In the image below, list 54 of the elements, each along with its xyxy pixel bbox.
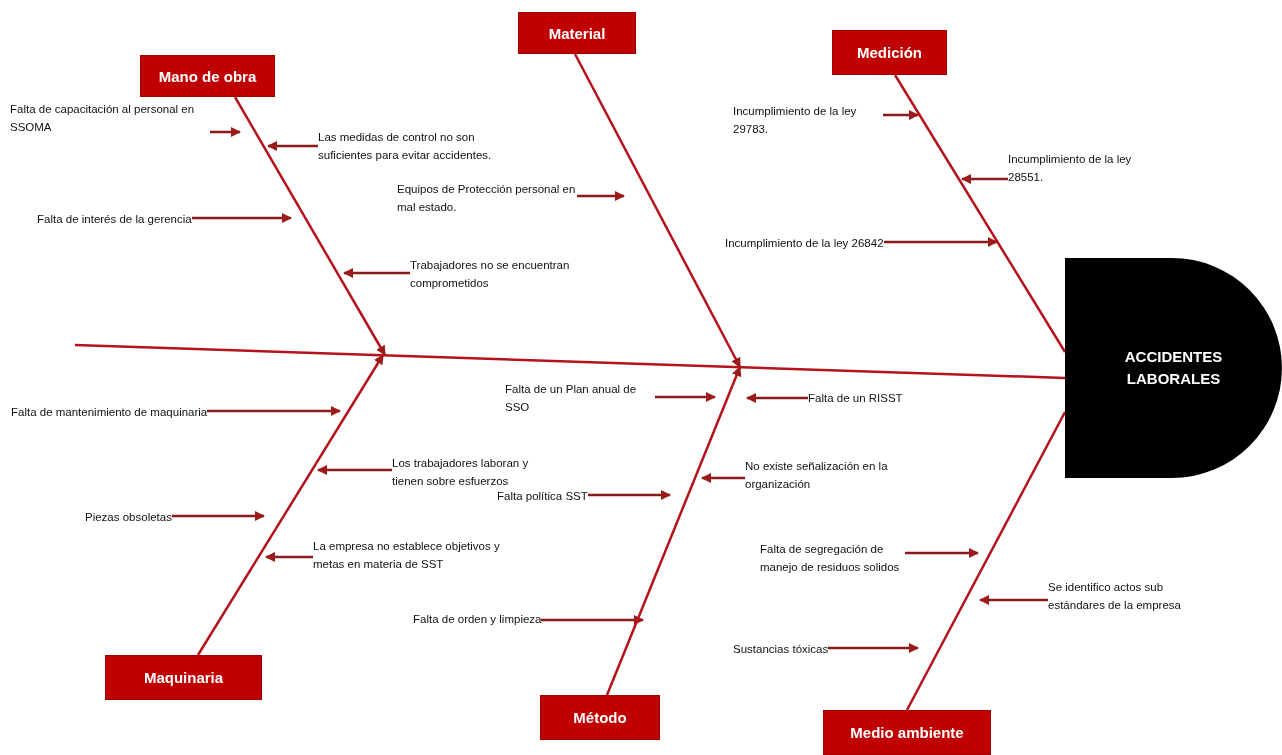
arrow: [828, 643, 919, 653]
arrow: [883, 110, 919, 120]
arrow: [588, 490, 671, 500]
cause-text: Sustancias tóxicas: [733, 640, 829, 658]
cause-text: Falta de un Plan anual de SSO: [505, 380, 655, 416]
arrow: [317, 465, 392, 475]
spine-line: [74, 343, 1066, 380]
cause-text: Incumplimiento de la ley 28551.: [1008, 150, 1168, 186]
cause-text: Piezas obsoletas: [85, 508, 172, 526]
cause-text: Falta de orden y limpieza: [413, 610, 542, 628]
bone-arrow: [573, 53, 742, 368]
arrow: [267, 141, 318, 151]
bone-arrow: [196, 354, 385, 656]
arrow: [207, 406, 341, 416]
category-box: Mano de obra: [140, 55, 275, 97]
arrow: [210, 127, 241, 137]
cause-text: Incumplimiento de la ley 29783.: [733, 102, 883, 138]
cause-text: La empresa no establece objetivos y metas en materia de SST: [313, 537, 523, 573]
cause-text: Falta de interés de la gerencia: [37, 210, 192, 228]
cause-text: Falta de segregación de manejo de residuos solidos: [760, 540, 905, 576]
bone-arrow: [233, 96, 387, 356]
cause-text: Incumplimiento de la ley 26842: [725, 234, 884, 252]
arrow: [265, 552, 313, 562]
cause-text: Falta de capacitación al personal en SSOMA: [10, 100, 210, 136]
arrow: [905, 548, 979, 558]
cause-text: Falta de mantenimiento de maquinaria: [11, 403, 208, 421]
category-box: Medio ambiente: [823, 710, 991, 755]
bone-line: [905, 411, 1067, 711]
cause-text: Se identifico actos sub estándares de la empresa: [1048, 578, 1198, 614]
cause-text: Los trabajadores laboran y tienen sobre esfuerzos: [392, 454, 557, 490]
category-box: Medición: [832, 30, 947, 75]
category-box: Método: [540, 695, 660, 740]
category-box: Material: [518, 12, 636, 54]
arrow: [577, 191, 625, 201]
cause-text: Las medidas de control no son suficientes para evitar accidentes.: [318, 128, 493, 164]
arrow: [701, 473, 745, 483]
arrow: [746, 393, 808, 403]
arrow: [541, 615, 644, 625]
arrow: [343, 268, 410, 278]
arrow: [961, 174, 1008, 184]
cause-text: Falta de un RISST: [808, 389, 903, 407]
cause-text: Falta política SST: [497, 487, 588, 505]
bone-line: [893, 74, 1067, 353]
arrow: [192, 213, 292, 223]
cause-text: Equipos de Protección personal en mal estado.: [397, 180, 577, 216]
effect-label: ACCIDENTES LABORALES: [1123, 347, 1224, 389]
arrow: [172, 511, 265, 521]
cause-text: No existe señalización en la organización: [745, 457, 915, 493]
cause-text: Trabajadores no se encuentran comprometidos: [410, 256, 590, 292]
category-box: Maquinaria: [105, 655, 262, 700]
arrow: [979, 595, 1048, 605]
arrow: [884, 237, 998, 247]
arrow: [655, 392, 716, 402]
bone-arrow: [605, 366, 742, 696]
